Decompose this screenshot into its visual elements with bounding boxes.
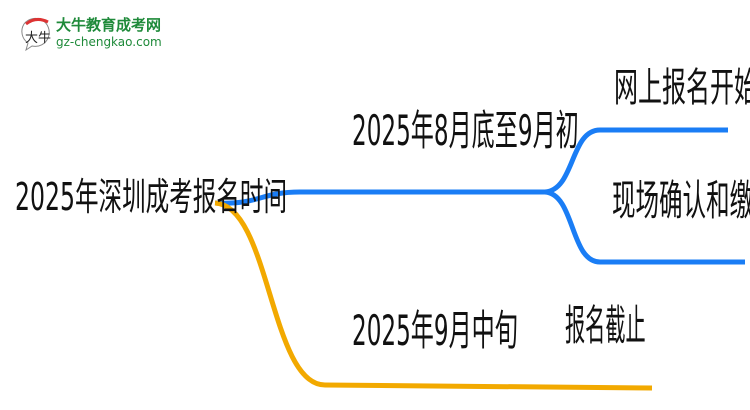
branch-node: 2025年8月底至9月初 [352,106,579,155]
connector-branch1-child1 [544,127,728,195]
connector-branch1-child2 [544,189,745,265]
leaf-node: 网上报名开始 [614,65,750,111]
branch-node: 2025年9月中旬 [352,306,518,355]
svg-text:大牛: 大牛 [25,31,51,46]
logo: 大牛 大牛教育成考网 gz-chengkao.com [18,12,162,54]
brand-name: 大牛教育成考网 [56,16,162,34]
connector-root-branch2 [214,200,653,391]
connector-root-branch1 [214,189,550,206]
logo-mark-icon: 大牛 [21,17,51,52]
leaf-node: 报名截止 [565,301,646,350]
brand-url: gz-chengkao.com [56,35,162,49]
root-node: 2025年深圳成考报名时间 [15,175,288,219]
leaf-node: 现场确认和缴费 [612,176,750,225]
